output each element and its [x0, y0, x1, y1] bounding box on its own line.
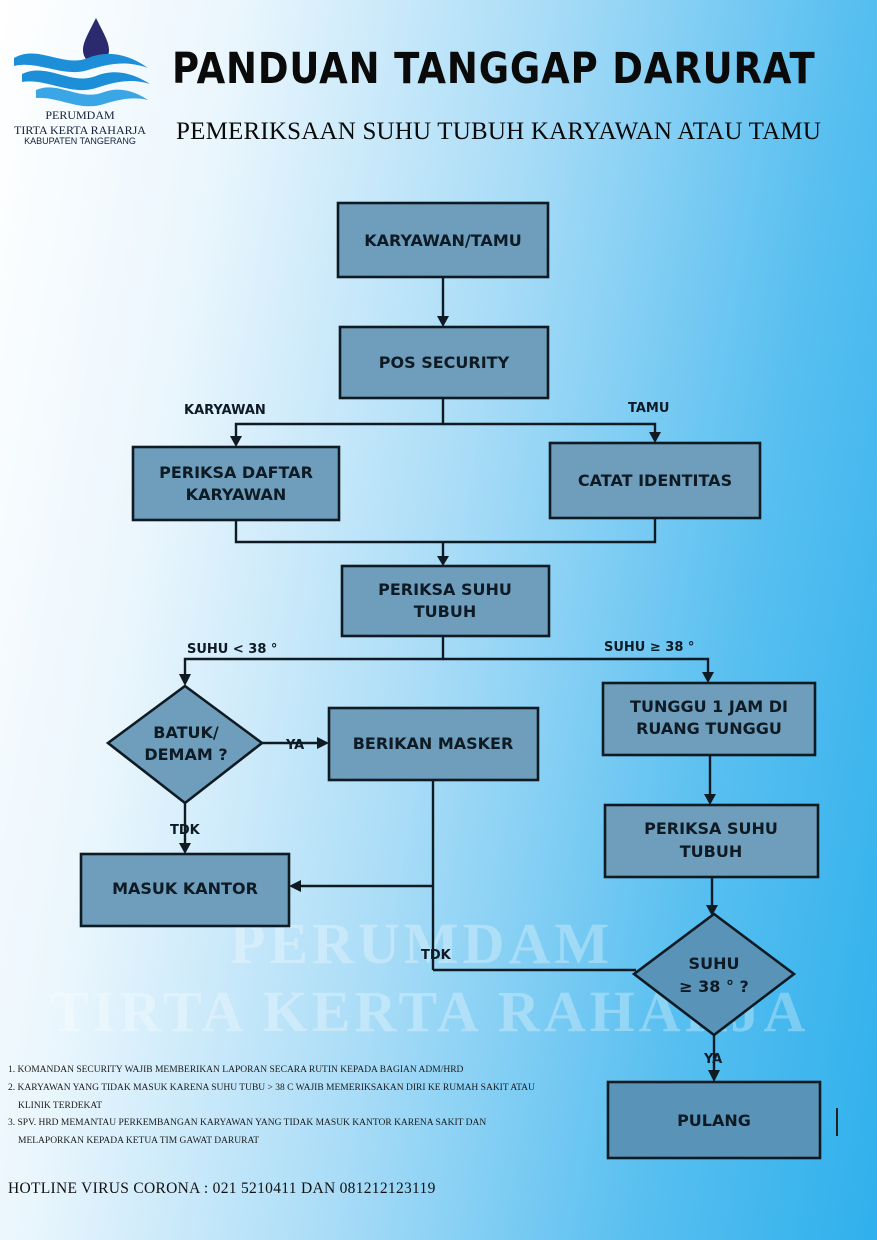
connectors: [179, 277, 720, 1082]
note-1: 1. KOMANDAN SECURITY WAJIB MEMBERIKAN LA…: [8, 1065, 464, 1075]
note-3: 3. SPV. HRD MEMANTAU PERKEMBANGAN KARYAW…: [8, 1118, 487, 1129]
node-tunggu-line1: TUNGGU 1 JAM DI: [630, 697, 788, 716]
node-batuk-line1: BATUK/: [153, 723, 219, 742]
note-2: 2. KARYAWAN YANG TIDAK MASUK KARENA SUHU…: [8, 1082, 535, 1093]
node-periksa-suhu2-line1: PERIKSA SUHU: [644, 819, 778, 838]
page-title: PANDUAN TANGGAP DARURAT: [172, 44, 816, 94]
node-pos-security-label: POS SECURITY: [379, 353, 510, 372]
logo-name-line1: PERUMDAM: [45, 108, 115, 122]
node-batuk-line2: DEMAM ?: [144, 745, 227, 764]
node-periksa-suhu-tubuh: PERIKSA SUHU TUBUH: [340, 564, 551, 638]
node-periksa-daftar-line1: PERIKSA DAFTAR: [159, 463, 313, 482]
page-subtitle: PEMERIKSAAN SUHU TUBUH KARYAWAN ATAU TAM…: [176, 118, 822, 145]
node-suhu-line2: ≥ 38 ° ?: [679, 977, 749, 996]
label-suhu-high: SUHU ≥ 38 °: [604, 640, 694, 655]
node-masuk-kantor: MASUK KANTOR: [79, 852, 291, 928]
edge-mark: [836, 1108, 838, 1136]
node-berikan-masker: BERIKAN MASKER: [327, 706, 540, 782]
label-tdk-suhu: TDK: [421, 948, 452, 963]
node-suhu-decision: SUHU ≥ 38 ° ?: [631, 912, 797, 1037]
node-tunggu-line2: RUANG TUNGGU: [636, 719, 782, 738]
node-tunggu-ruang-tunggu: TUNGGU 1 JAM DI RUANG TUNGGU: [601, 681, 817, 757]
node-periksa-daftar-line2: KARYAWAN: [186, 485, 287, 504]
node-pulang-label: PULANG: [677, 1111, 751, 1130]
node-pulang: PULANG: [606, 1080, 822, 1160]
note-2-continued: KLINIK TERDEKAT: [18, 1100, 102, 1111]
node-periksa-daftar-karyawan: PERIKSA DAFTAR KARYAWAN: [131, 445, 341, 522]
water-drop-logo-icon: [14, 18, 150, 107]
node-pos-security: POS SECURITY: [338, 325, 550, 400]
label-tamu: TAMU: [628, 401, 669, 416]
node-periksa-suhu-line2: TUBUH: [414, 602, 476, 621]
logo-name-line2: TIRTA KERTA RAHARJA: [14, 123, 146, 137]
label-ya-batuk: YA: [285, 738, 304, 753]
label-tdk-batuk: TDK: [170, 823, 201, 838]
node-berikan-masker-label: BERIKAN MASKER: [353, 734, 514, 753]
node-masuk-kantor-label: MASUK KANTOR: [112, 879, 258, 898]
node-karyawan-tamu-label: KARYAWAN/TAMU: [364, 231, 521, 250]
node-periksa-suhu-line1: PERIKSA SUHU: [378, 580, 512, 599]
watermark-line1: PERUMDAM: [230, 911, 614, 976]
node-catat-identitas: CATAT IDENTITAS: [548, 441, 762, 520]
hotline-text: HOTLINE VIRUS CORONA : 021 5210411 DAN 0…: [8, 1180, 436, 1197]
node-batuk-demam-decision: BATUK/ DEMAM ?: [105, 684, 265, 805]
notes-list: 1. KOMANDAN SECURITY WAJIB MEMBERIKAN LA…: [8, 1062, 598, 1151]
node-karyawan-tamu: KARYAWAN/TAMU: [336, 201, 550, 279]
label-ya-suhu: YA: [703, 1052, 722, 1067]
node-periksa-suhu-tubuh-2: PERIKSA SUHU TUBUH: [603, 803, 820, 879]
label-karyawan: KARYAWAN: [184, 403, 266, 418]
node-suhu-line1: SUHU: [689, 954, 740, 973]
node-catat-identitas-label: CATAT IDENTITAS: [578, 471, 732, 490]
node-periksa-suhu2-line2: TUBUH: [680, 842, 742, 861]
note-3-continued: MELAPORKAN KEPADA KETUA TIM GAWAT DARURA…: [18, 1136, 260, 1147]
logo-name-line3: KABUPATEN TANGERANG: [24, 136, 136, 146]
label-suhu-low: SUHU < 38 °: [187, 642, 277, 657]
